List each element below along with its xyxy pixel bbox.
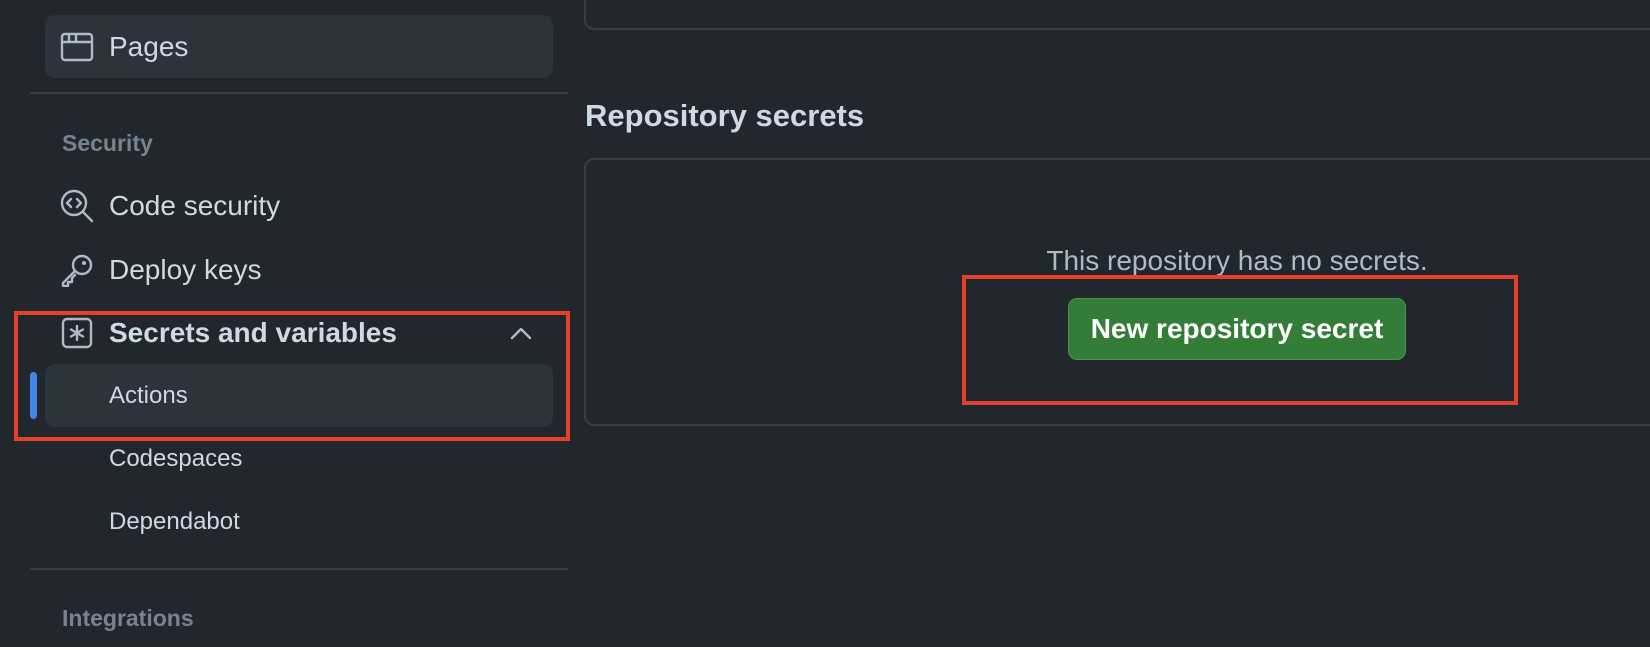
chevron-up-icon[interactable] bbox=[509, 321, 533, 345]
settings-sidebar: Pages Security Code security Deploy keys bbox=[0, 0, 570, 647]
secrets-empty-card bbox=[584, 158, 1650, 426]
sidebar-item-pages[interactable]: Pages bbox=[45, 15, 553, 78]
sidebar-subitem-actions[interactable]: Actions bbox=[45, 364, 553, 427]
sidebar-heading-security: Security bbox=[62, 130, 153, 156]
sidebar-item-label: Actions bbox=[109, 381, 188, 409]
sidebar-subitem-codespaces[interactable]: Codespaces bbox=[45, 427, 553, 490]
sidebar-item-label: Code security bbox=[109, 189, 281, 221]
browser-icon bbox=[60, 30, 94, 64]
sidebar-item-code-security[interactable]: Code security bbox=[45, 174, 553, 237]
sidebar-subitem-dependabot[interactable]: Dependabot bbox=[45, 490, 553, 553]
new-repository-secret-button[interactable]: New repository secret bbox=[1068, 298, 1406, 360]
sidebar-item-label: Secrets and variables bbox=[109, 316, 397, 348]
key-icon bbox=[60, 253, 94, 287]
sidebar-item-label: Pages bbox=[109, 30, 189, 62]
previous-section-card bbox=[584, 0, 1650, 30]
asterisk-icon bbox=[60, 316, 94, 350]
sidebar-item-deploy-keys[interactable]: Deploy keys bbox=[45, 238, 553, 301]
sidebar-divider bbox=[30, 92, 568, 94]
sidebar-item-label: Deploy keys bbox=[109, 253, 262, 285]
sidebar-heading-integrations: Integrations bbox=[62, 605, 194, 631]
active-indicator bbox=[30, 372, 37, 419]
sidebar-item-secrets-and-variables[interactable]: Secrets and variables bbox=[45, 301, 553, 364]
sidebar-divider bbox=[30, 568, 568, 570]
sidebar-item-label: Dependabot bbox=[109, 507, 240, 535]
codescan-icon bbox=[60, 189, 94, 223]
empty-state-message: This repository has no secrets. bbox=[1046, 245, 1428, 276]
sidebar-item-label: Codespaces bbox=[109, 444, 243, 472]
page-title: Repository secrets bbox=[585, 98, 865, 133]
